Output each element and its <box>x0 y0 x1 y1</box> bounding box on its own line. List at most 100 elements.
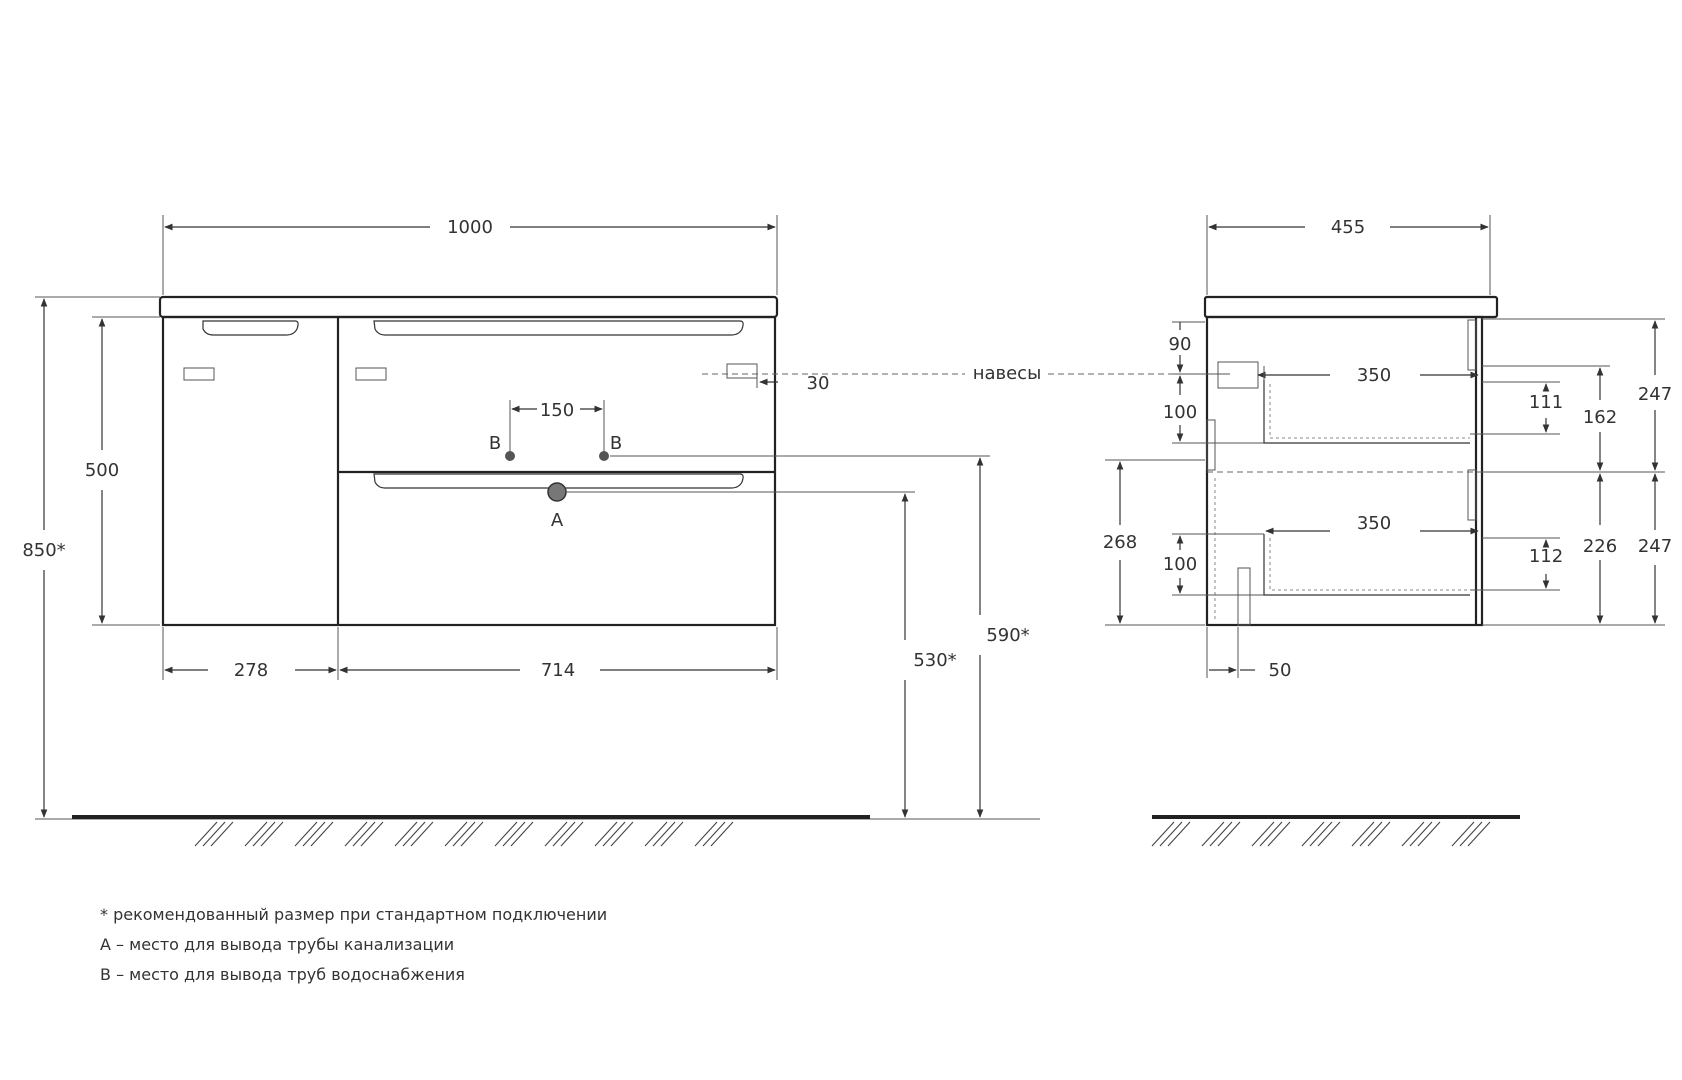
hatch-stroke <box>310 821 334 847</box>
hatch-stroke <box>1217 821 1241 847</box>
dim-350-top-label: 350 <box>1357 365 1391 386</box>
hatch-stroke <box>1367 821 1391 847</box>
note-recommended: * рекомендованный размер при стандартном… <box>100 905 608 924</box>
hatch-stroke <box>1417 821 1441 847</box>
dim-50-label: 50 <box>1269 660 1292 681</box>
side-hinge-icon <box>1217 361 1259 389</box>
hatch-stroke <box>294 821 318 847</box>
dim-100-top-label: 100 <box>1163 402 1197 423</box>
hatch-stroke <box>1467 821 1491 847</box>
hatch-stroke <box>494 821 518 847</box>
dim-530-label: 530* <box>913 650 956 671</box>
hatch-stroke <box>1201 821 1225 847</box>
dim-1000-label: 1000 <box>447 217 493 238</box>
dim-247-bottom-label: 247 <box>1638 536 1672 557</box>
hatch-stroke <box>252 821 276 847</box>
pipe-b-right-icon <box>599 451 609 461</box>
hatch-stroke <box>1451 821 1475 847</box>
side-bottom-drawer-inner <box>1269 538 1470 591</box>
hatch-stroke <box>660 821 684 847</box>
hatch-stroke <box>1301 821 1325 847</box>
hatch-stroke <box>502 821 526 847</box>
front-countertop <box>158 295 779 319</box>
hinge-left-icon <box>183 367 215 381</box>
side-top-drawer-inner <box>1269 384 1470 439</box>
hatch-stroke <box>410 821 434 847</box>
note-water-b: В – место для вывода труб водоснабжения <box>100 965 465 984</box>
pipe-b-left-label: B <box>489 433 501 454</box>
dim-111-label: 111 <box>1529 392 1563 413</box>
dim-590-label: 590* <box>986 625 1029 646</box>
hatch-stroke <box>452 821 476 847</box>
hatch-stroke <box>1267 821 1291 847</box>
hatch-stroke <box>710 821 734 847</box>
note-drain-a: А – место для вывода трубы канализации <box>100 935 455 954</box>
hatch-stroke <box>444 821 468 847</box>
front-view: 30 B B 150 A 1000 850* 500 <box>22 215 1205 847</box>
side-back-rail-bottom <box>1237 567 1251 626</box>
hatch-stroke <box>1167 821 1191 847</box>
hatch-stroke <box>194 821 218 847</box>
hinge-middle-icon <box>355 367 387 381</box>
dim-278-label: 278 <box>234 660 268 681</box>
hatch-stroke <box>1401 821 1425 847</box>
dim-500-label: 500 <box>85 460 119 481</box>
pipe-b-right-label: B <box>610 433 622 454</box>
hatch-stroke <box>460 821 484 847</box>
dim-268-label: 268 <box>1103 532 1137 553</box>
hatch-stroke <box>702 821 726 847</box>
hatch-stroke <box>602 821 626 847</box>
hatch-stroke <box>1309 821 1333 847</box>
hatch-stroke <box>210 821 234 847</box>
dim-714-label: 714 <box>541 660 575 681</box>
hatch-stroke <box>344 821 368 847</box>
bottom-drawer-handle <box>373 473 744 489</box>
hinges-label: навесы <box>973 363 1042 384</box>
hatch-stroke <box>302 821 326 847</box>
side-top-front-edge <box>1467 319 1477 371</box>
hatch-stroke <box>560 821 584 847</box>
hatch-stroke <box>1259 821 1283 847</box>
drain-a-label: A <box>551 510 564 531</box>
hatch-stroke <box>260 821 284 847</box>
notes-block: * рекомендованный размер при стандартном… <box>100 900 607 990</box>
hinge-right-icon <box>726 363 758 379</box>
side-floor-hatch <box>1151 821 1491 847</box>
hatch-stroke <box>244 821 268 847</box>
hatch-stroke <box>1351 821 1375 847</box>
hatch-stroke <box>1459 821 1483 847</box>
hatch-stroke <box>1317 821 1341 847</box>
hatch-stroke <box>594 821 618 847</box>
hatch-stroke <box>552 821 576 847</box>
hatch-stroke <box>1251 821 1275 847</box>
hatch-stroke <box>402 821 426 847</box>
dim-30-label: 30 <box>807 373 830 394</box>
side-cabinet-body <box>1205 315 1484 627</box>
hatch-stroke <box>1159 821 1183 847</box>
hatch-stroke <box>360 821 384 847</box>
dim-150-label: 150 <box>540 400 574 421</box>
dim-162-label: 162 <box>1583 407 1617 428</box>
hatch-stroke <box>610 821 634 847</box>
hatch-stroke <box>644 821 668 847</box>
hatch-stroke <box>1359 821 1383 847</box>
hatch-stroke <box>394 821 418 847</box>
dim-247-top-label: 247 <box>1638 384 1672 405</box>
dim-112-label: 112 <box>1529 546 1563 567</box>
dim-100-bottom-label: 100 <box>1163 554 1197 575</box>
hatch-stroke <box>694 821 718 847</box>
hatch-stroke <box>510 821 534 847</box>
dim-226-label: 226 <box>1583 536 1617 557</box>
side-top-drawer <box>1263 380 1470 444</box>
hatch-stroke <box>1151 821 1175 847</box>
hatch-stroke <box>1209 821 1233 847</box>
hatch-stroke <box>652 821 676 847</box>
left-door-handle <box>202 320 299 336</box>
dim-850-label: 850* <box>22 540 65 561</box>
dim-455-label: 455 <box>1331 217 1365 238</box>
hatch-stroke <box>1409 821 1433 847</box>
dim-90-label: 90 <box>1169 334 1192 355</box>
hatch-stroke <box>544 821 568 847</box>
front-floor-hatch <box>194 821 734 847</box>
